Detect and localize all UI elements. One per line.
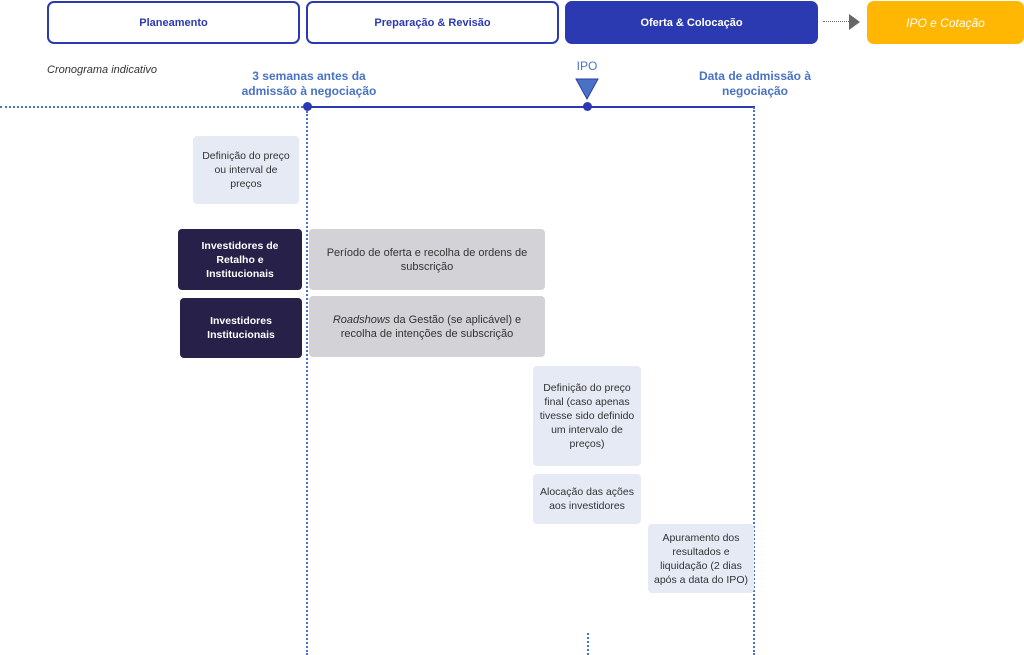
start-vertical-dotted bbox=[306, 111, 308, 655]
ipo-marker-triangle-icon bbox=[575, 78, 599, 100]
roadshows-box: Roadshows da Gestão (se aplicável) e rec… bbox=[309, 296, 545, 357]
phase-label: Planeamento bbox=[139, 16, 208, 29]
phase-preparacao-revisao: Preparação & Revisão bbox=[306, 1, 559, 44]
phase-ipo-cotacao: IPO e Cotação bbox=[867, 1, 1024, 44]
settlement-box: Apuramento dos resultados e liquidação (… bbox=[648, 524, 754, 593]
start-milestone-dot bbox=[303, 102, 312, 111]
pricing-definition-box: Definição do preço ou interval de preços bbox=[193, 136, 299, 204]
start-date-label: 3 semanas antes da admissão à negociação bbox=[241, 69, 377, 98]
final-price-box: Definição do preço final (caso apenas ti… bbox=[533, 366, 641, 466]
roadshows-rest-text: da Gestão (se aplicável) e recolha de in… bbox=[340, 313, 522, 340]
admission-vertical-dotted bbox=[753, 107, 755, 655]
phase-label: Oferta & Colocação bbox=[640, 16, 743, 29]
allocation-box: Alocação das ações aos investidores bbox=[533, 474, 641, 524]
investor-label-retalho-institucionais: Investidores de Retalho e Institucionais bbox=[178, 229, 302, 290]
roadshows-text: Roadshows da Gestão (se aplicável) e rec… bbox=[315, 313, 539, 341]
phase-connector-dotted bbox=[823, 21, 849, 22]
arrow-right-icon bbox=[849, 14, 860, 30]
ipo-vertical-dotted bbox=[587, 633, 589, 655]
roadshows-italic-text: Roadshows bbox=[332, 313, 391, 326]
investor-label-institucionais: Investidores Institucionais bbox=[180, 298, 302, 358]
timeline-main bbox=[307, 106, 755, 108]
phase-planeamento: Planeamento bbox=[47, 1, 300, 44]
admission-date-label: Data de admissão à negociação bbox=[698, 69, 812, 98]
timeline-lead-dotted bbox=[0, 106, 307, 108]
ipo-label: IPO bbox=[576, 59, 598, 73]
offer-period-box: Período de oferta e recolha de ordens de… bbox=[309, 229, 545, 290]
phase-label: Preparação & Revisão bbox=[374, 16, 491, 29]
timeline-caption: Cronograma indicativo bbox=[47, 64, 158, 76]
phase-label: IPO e Cotação bbox=[906, 15, 985, 30]
ipo-milestone-dot bbox=[583, 102, 592, 111]
phase-oferta-colocacao: Oferta & Colocação bbox=[565, 1, 818, 44]
